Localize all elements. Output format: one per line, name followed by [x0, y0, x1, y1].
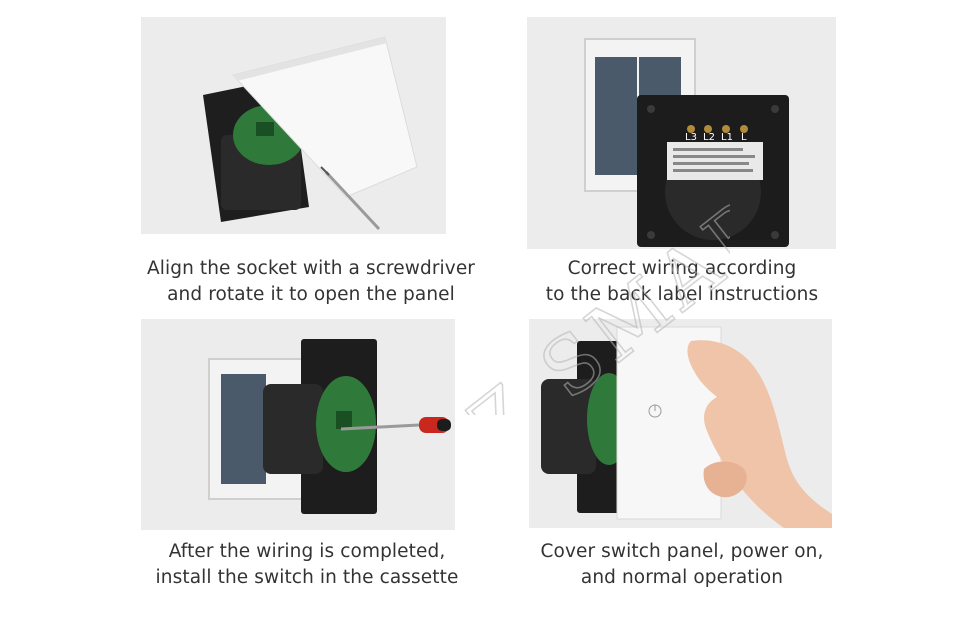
step-1-caption: Align the socket with a screwdriver and …	[126, 256, 496, 308]
wiring-back-label-illustration: L3 L2 L1 L	[527, 17, 836, 249]
step-4-caption: Cover switch panel, power on, and normal…	[512, 539, 852, 591]
terminal-label-l3: L3	[685, 132, 697, 143]
cover-panel-finger-illustration	[529, 319, 832, 528]
step-2-caption: Correct wiring according to the back lab…	[512, 256, 852, 308]
step-2-image: L3 L2 L1 L	[527, 17, 836, 249]
step-2-caption-line-1: Correct wiring according	[567, 258, 797, 279]
step-3-caption-line-1: After the wiring is completed,	[168, 541, 446, 562]
install-in-cassette-illustration	[141, 319, 455, 530]
terminal-label-l2: L2	[703, 132, 715, 143]
terminal-label-l1: L1	[721, 132, 733, 143]
step-4-caption-line-2: and normal operation	[580, 567, 784, 588]
step-4-caption-line-1: Cover switch panel, power on,	[540, 541, 824, 562]
step-1-caption-line-2: and rotate it to open the panel	[167, 284, 455, 305]
step-3-caption-line-2: install the switch in the cassette	[155, 567, 459, 588]
step-3-image	[141, 319, 455, 530]
step-4-image	[529, 319, 832, 528]
step-1-caption-line-1: Align the socket with a screwdriver	[146, 258, 476, 279]
step-3-caption: After the wiring is completed, install t…	[122, 539, 492, 591]
terminal-label-l: L	[741, 132, 747, 143]
step-2-caption-line-2: to the back label instructions	[545, 284, 819, 305]
step-1-image	[141, 17, 446, 234]
screwdriver-open-panel-illustration	[141, 17, 446, 234]
